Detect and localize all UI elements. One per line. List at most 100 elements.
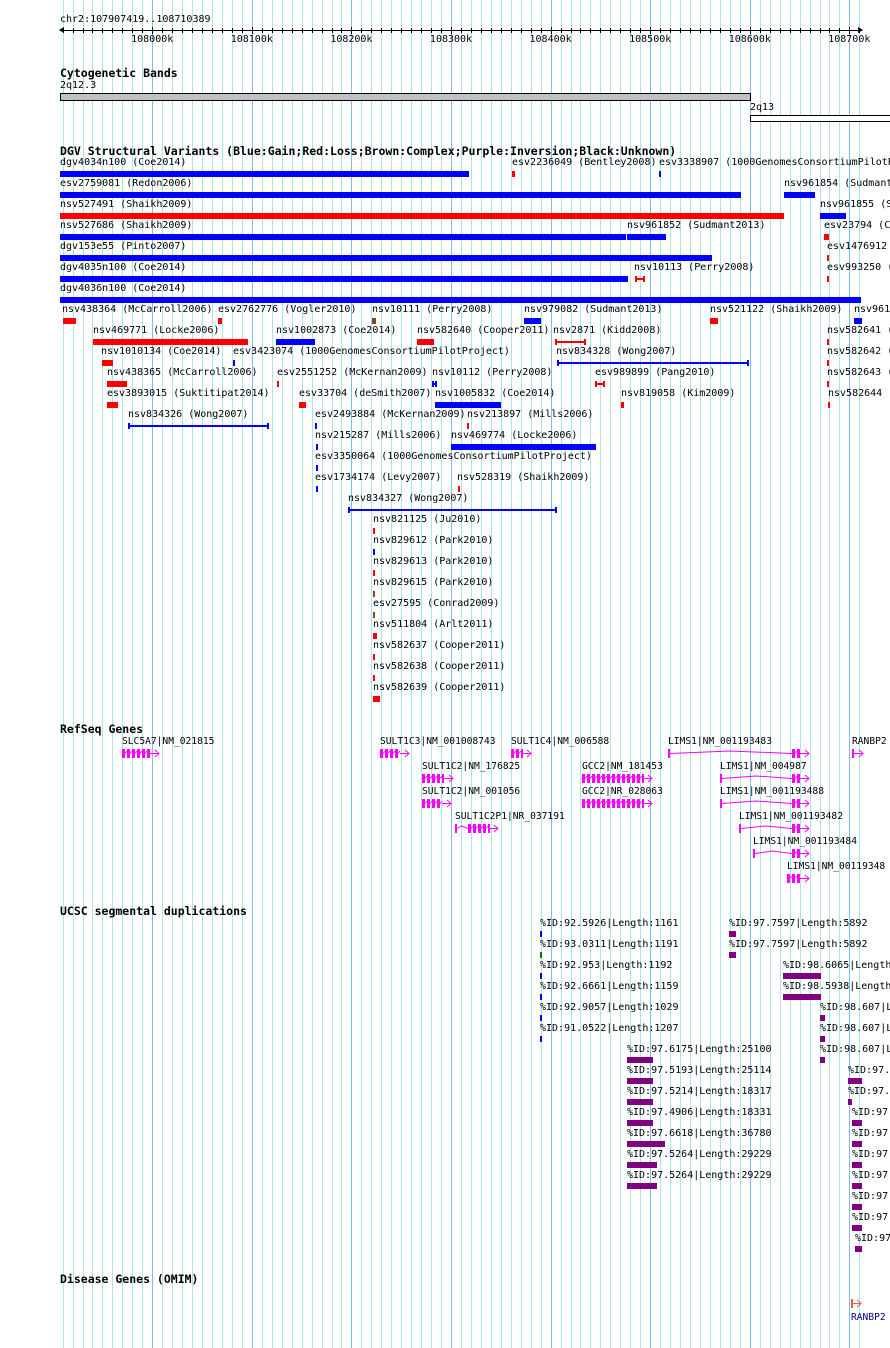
variant-bar[interactable]	[373, 696, 380, 702]
variant-bar[interactable]	[451, 444, 596, 450]
gene-label[interactable]: SLC5A7|NM_021815	[122, 736, 215, 747]
gene-label[interactable]: LIMS1|NM_00119348	[787, 861, 886, 872]
segdup-bar[interactable]	[627, 1183, 657, 1189]
variant-bar[interactable]	[93, 339, 248, 345]
variant-bar[interactable]	[60, 297, 861, 303]
variant-interval[interactable]	[432, 381, 437, 387]
segdup-bar[interactable]	[627, 1141, 665, 1147]
segdup-bar[interactable]	[852, 1225, 862, 1231]
segdup-bar[interactable]	[852, 1141, 862, 1147]
variant-bar[interactable]	[276, 339, 315, 345]
variant-bar[interactable]	[63, 318, 76, 324]
variant-bar[interactable]	[316, 444, 318, 450]
gene-label[interactable]: SULT1C3|NM_001008743	[380, 736, 496, 747]
variant-bar[interactable]	[854, 318, 862, 324]
segdup-bar[interactable]	[820, 1036, 825, 1042]
cytoband-2q13[interactable]	[750, 115, 890, 122]
gene-model[interactable]	[753, 848, 818, 859]
gene-label[interactable]: RANBP2	[852, 736, 887, 747]
segdup-bar[interactable]	[627, 1162, 657, 1168]
gene-label[interactable]: GCC2|NM_181453	[582, 761, 663, 772]
variant-bar[interactable]	[373, 633, 377, 639]
omim-gene-label[interactable]: RANBP2	[851, 1312, 886, 1323]
gene-model[interactable]	[739, 823, 818, 834]
cytoband-2q12-3[interactable]	[60, 93, 751, 101]
variant-bar[interactable]	[435, 402, 501, 408]
gene-model[interactable]	[582, 798, 661, 809]
segdup-bar[interactable]	[627, 1120, 653, 1126]
variant-bar[interactable]	[373, 675, 375, 681]
segdup-bar[interactable]	[852, 1120, 862, 1126]
gene-label[interactable]: SULT1C2|NM_176825	[422, 761, 521, 772]
variant-interval[interactable]	[595, 381, 605, 387]
variant-bar[interactable]	[373, 654, 375, 660]
segdup-bar[interactable]	[627, 1078, 653, 1084]
variant-bar[interactable]	[277, 381, 279, 387]
segdup-bar[interactable]	[852, 1162, 862, 1168]
segdup-bar[interactable]	[627, 1099, 653, 1105]
gene-model[interactable]	[422, 798, 460, 809]
gene-label[interactable]: LIMS1|NM_004987	[720, 761, 807, 772]
segdup-bar[interactable]	[540, 1015, 542, 1021]
gene-label[interactable]: SULT1C2P1|NR_037191	[455, 811, 565, 822]
gene-model[interactable]	[582, 773, 661, 784]
variant-bar[interactable]	[373, 591, 375, 597]
segdup-bar[interactable]	[820, 1015, 825, 1021]
variant-bar[interactable]	[827, 339, 829, 345]
variant-bar[interactable]	[524, 318, 541, 324]
segdup-bar[interactable]	[540, 973, 542, 979]
gene-label[interactable]: SULT1C4|NM_006588	[511, 736, 610, 747]
variant-interval[interactable]	[557, 360, 749, 366]
segdup-bar[interactable]	[627, 1057, 653, 1063]
variant-interval[interactable]	[555, 339, 586, 345]
variant-bar[interactable]	[60, 171, 469, 177]
segdup-bar[interactable]	[852, 1183, 862, 1189]
variant-bar[interactable]	[316, 465, 318, 471]
segdup-bar[interactable]	[783, 994, 821, 1000]
gene-model[interactable]	[511, 748, 540, 759]
gene-model[interactable]	[787, 873, 818, 884]
variant-bar[interactable]	[233, 360, 235, 366]
variant-bar[interactable]	[299, 402, 306, 408]
variant-bar[interactable]	[107, 381, 127, 387]
gene-label[interactable]: SULT1C2|NM_001056	[422, 786, 521, 797]
variant-bar[interactable]	[820, 213, 846, 219]
segdup-bar[interactable]	[729, 952, 736, 958]
gene-label[interactable]: GCC2|NR_028063	[582, 786, 663, 797]
variant-bar[interactable]	[218, 318, 222, 324]
gene-model[interactable]	[852, 748, 872, 759]
variant-bar[interactable]	[107, 402, 118, 408]
gene-label[interactable]: LIMS1|NM_001193484	[753, 836, 857, 847]
variant-bar[interactable]	[827, 381, 829, 387]
segdup-bar[interactable]	[820, 1057, 825, 1063]
gene-model[interactable]	[720, 773, 818, 784]
variant-bar[interactable]	[373, 612, 375, 618]
gene-model[interactable]	[422, 773, 462, 784]
segdup-bar[interactable]	[783, 973, 821, 979]
gene-model[interactable]	[720, 798, 818, 809]
segdup-bar[interactable]	[540, 931, 542, 937]
variant-bar[interactable]	[621, 402, 624, 408]
variant-bar[interactable]	[828, 402, 830, 408]
variant-bar[interactable]	[827, 276, 829, 282]
variant-bar[interactable]	[512, 171, 515, 177]
variant-interval[interactable]	[348, 507, 557, 513]
variant-bar[interactable]	[102, 360, 113, 366]
segdup-bar[interactable]	[855, 1246, 862, 1252]
variant-bar[interactable]	[316, 486, 318, 492]
ruler-right-arrow-icon[interactable]	[858, 27, 863, 33]
variant-bar[interactable]	[627, 234, 666, 240]
variant-bar[interactable]	[373, 570, 375, 576]
variant-bar[interactable]	[659, 171, 661, 177]
variant-bar[interactable]	[315, 423, 317, 429]
segdup-bar[interactable]	[848, 1078, 862, 1084]
segdup-bar[interactable]	[540, 952, 542, 958]
segdup-bar[interactable]	[848, 1099, 852, 1105]
gene-model[interactable]	[380, 748, 418, 759]
gene-model[interactable]	[122, 748, 168, 759]
omim-gene-glyph-ranbp2[interactable]	[851, 1298, 865, 1309]
variant-interval[interactable]	[128, 423, 269, 429]
gene-label[interactable]: LIMS1|NM_001193482	[739, 811, 843, 822]
variant-bar[interactable]	[60, 213, 784, 219]
segdup-bar[interactable]	[729, 931, 736, 937]
